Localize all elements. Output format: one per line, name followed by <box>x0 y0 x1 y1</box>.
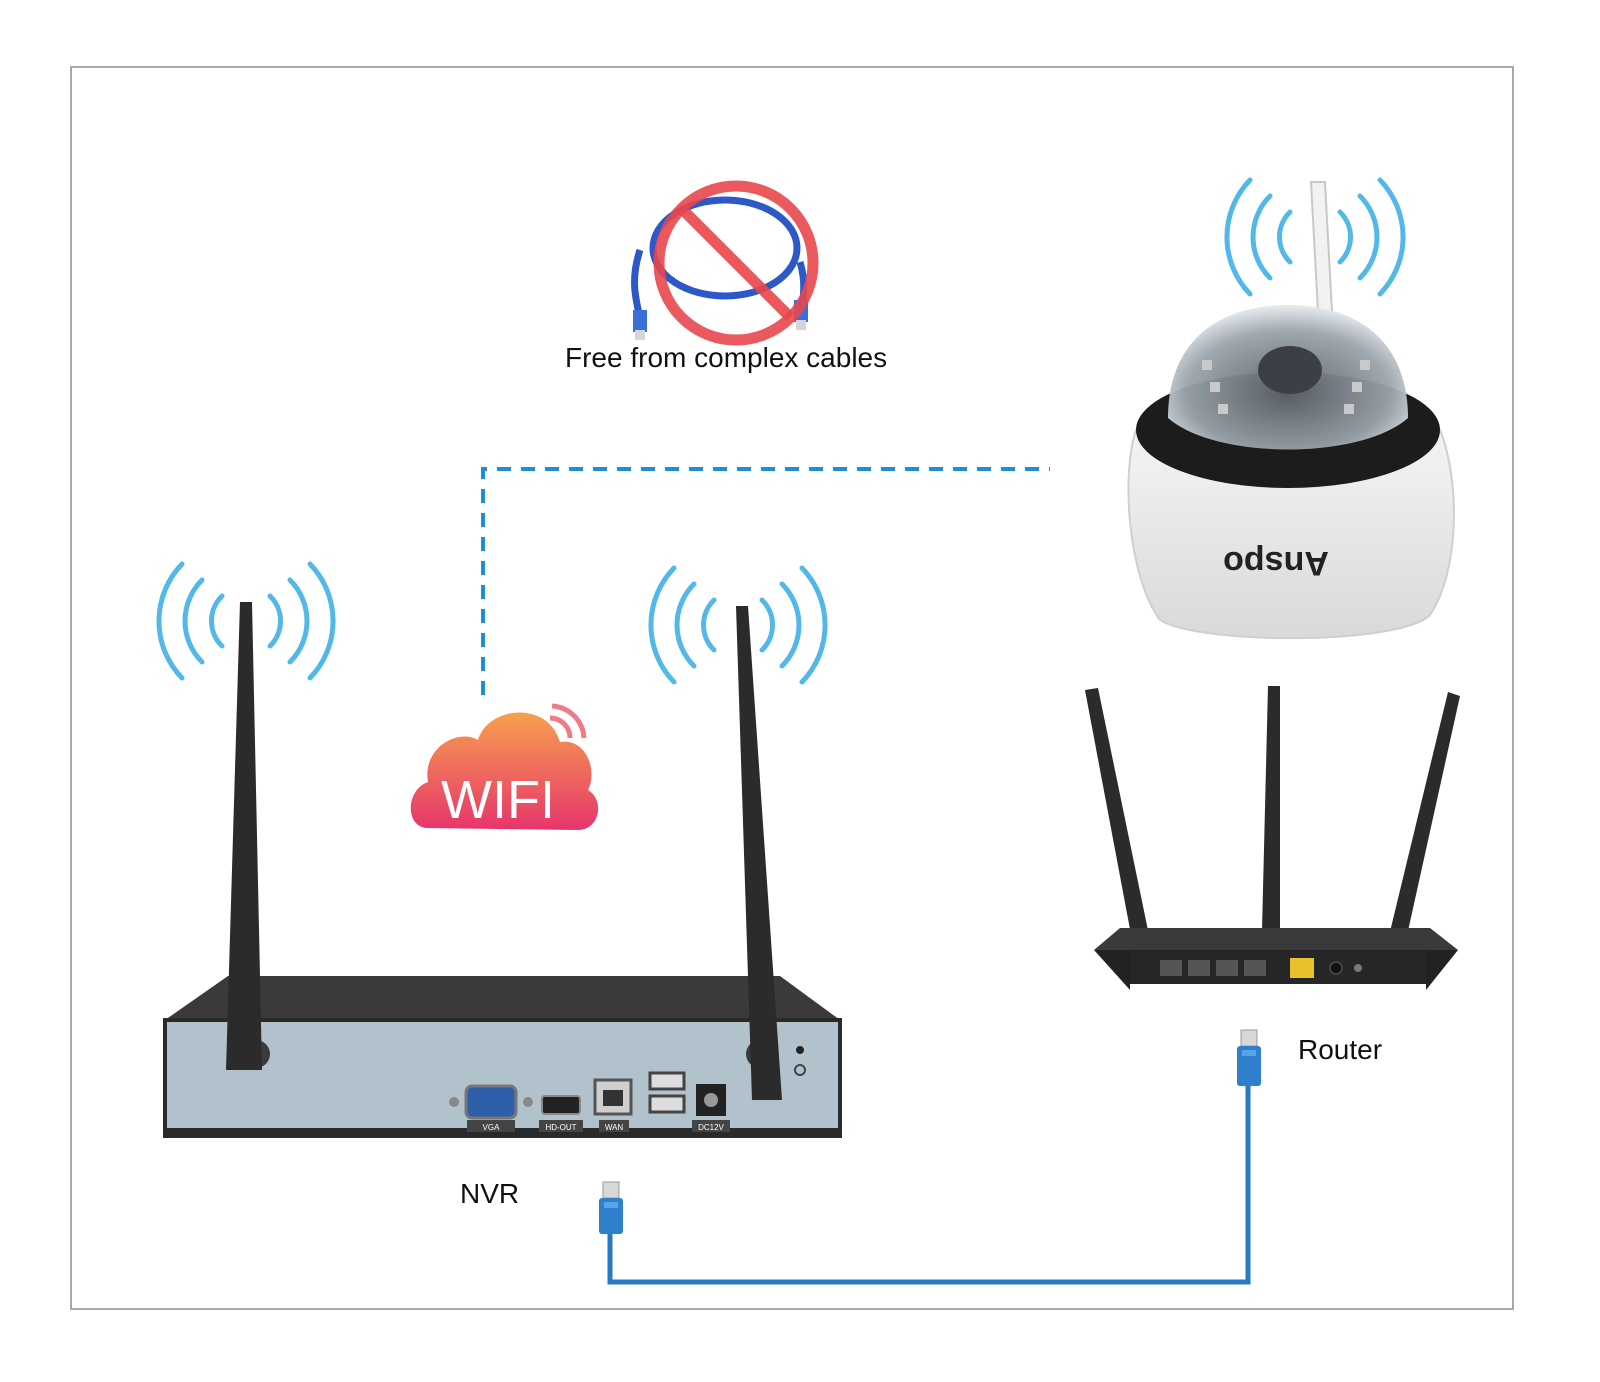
port-label-wan: WAN <box>605 1123 624 1132</box>
port-label-hdout: HD-OUT <box>545 1123 576 1132</box>
nvr-antenna-right <box>736 606 782 1100</box>
wifi-wave-icon <box>156 561 336 681</box>
wifi-label: WIFI <box>441 770 555 830</box>
nvr-device: VGA HD-OUT WAN DC12V <box>163 976 842 1138</box>
router-device <box>1085 686 1460 990</box>
ethernet-cable <box>607 1085 1251 1285</box>
diagram-frame <box>70 66 1514 1310</box>
router-label: Router <box>1298 1034 1383 1065</box>
wifi-wave-icon <box>1224 177 1406 297</box>
nvr-label: NVR <box>460 1178 520 1209</box>
no-cable-icon <box>631 180 819 346</box>
ethernet-plug-icon <box>1237 1029 1261 1086</box>
dome-camera: Anspo <box>1127 181 1455 640</box>
wifi-cloud-icon <box>410 703 599 830</box>
port-label-vga: VGA <box>483 1123 501 1132</box>
wifi-wave-icon <box>648 565 828 685</box>
caption-free-from-cables: Free from complex cables <box>565 342 888 373</box>
nvr-antenna-left <box>226 602 262 1070</box>
port-label-dc12v: DC12V <box>698 1123 724 1132</box>
ethernet-plug-icon <box>599 1181 623 1234</box>
wireless-link-line <box>481 467 1050 695</box>
camera-brand-logo: Anspo <box>1223 544 1329 582</box>
